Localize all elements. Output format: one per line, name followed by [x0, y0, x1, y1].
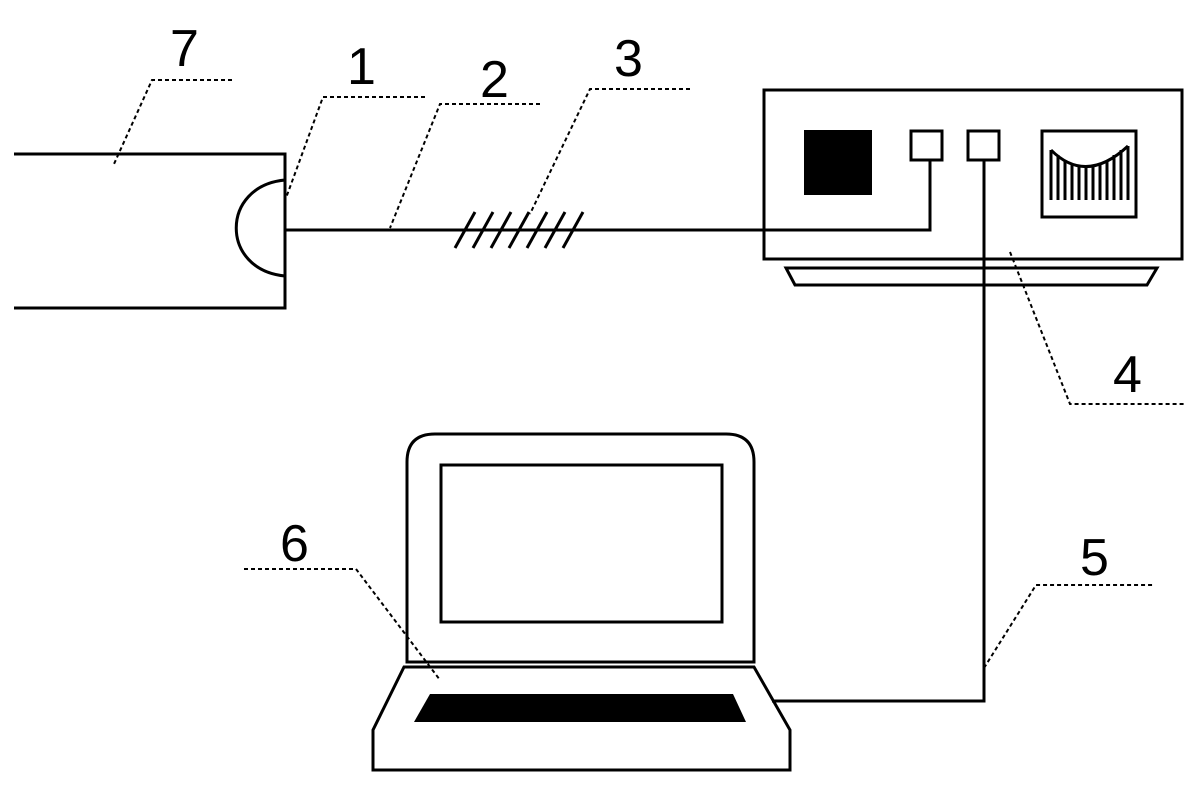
part-3-hatching: [453, 211, 585, 249]
hatch-mark: [489, 211, 513, 249]
part-6-laptop: [371, 432, 792, 772]
leader-line-1: [285, 96, 425, 199]
vessel-body: [14, 152, 287, 310]
part-4-instrument: [762, 88, 1184, 287]
hatch-mark: [471, 211, 495, 249]
instrument-display-block: [804, 130, 872, 195]
part-1-probe: [234, 178, 286, 278]
probe-dome: [234, 178, 286, 278]
laptop-base: [371, 665, 792, 772]
laptop-screen: [439, 463, 724, 624]
leader-lines: [113, 79, 1186, 681]
data-cable-line: [772, 160, 986, 703]
leader-line-5: [983, 584, 1155, 669]
label-6: 6: [280, 515, 309, 573]
leader-line-6: [244, 568, 441, 681]
instrument-waveform: [1049, 144, 1130, 200]
instrument-base: [783, 266, 1160, 287]
label-4: 4: [1113, 346, 1142, 404]
part-labels: 7 1 2 3 4 5 6: [170, 20, 1142, 587]
instrument-port-2: [966, 129, 1001, 162]
instrument-screen: [1040, 129, 1138, 219]
leader-line-7: [113, 79, 232, 165]
hatch-mark: [525, 211, 549, 249]
part-5-data-cable: [772, 160, 986, 703]
hatch-mark: [453, 211, 477, 249]
leader-line-2: [389, 103, 540, 229]
label-2: 2: [480, 51, 509, 109]
leader-line-4: [1009, 251, 1186, 405]
label-5: 5: [1080, 529, 1109, 587]
laptop-keyboard: [414, 694, 746, 722]
label-7: 7: [170, 20, 199, 78]
label-1: 1: [347, 38, 376, 96]
laptop-lid: [405, 432, 756, 664]
part-7-vessel: [14, 152, 287, 310]
hatch-mark: [543, 211, 567, 249]
leader-line-3: [529, 88, 690, 215]
hatch-mark: [507, 211, 531, 249]
label-3: 3: [614, 30, 643, 88]
instrument-case: [762, 88, 1184, 261]
hatch-mark: [561, 211, 585, 249]
instrument-port-1: [909, 129, 944, 162]
